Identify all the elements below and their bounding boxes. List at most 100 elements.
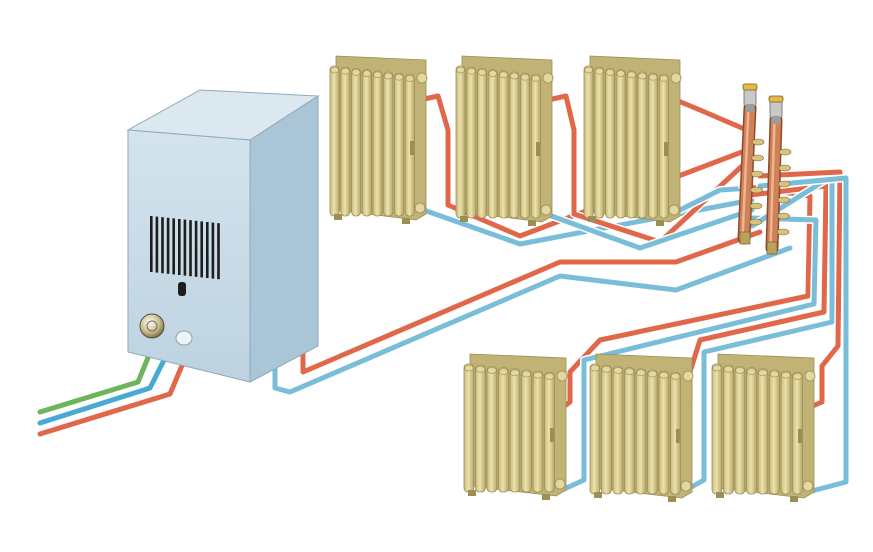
radiator-lower-1-fin-top	[510, 369, 520, 377]
radiator-upper-1-fin	[394, 72, 405, 217]
radiator-lower-2-fin	[658, 370, 670, 495]
manifold-port	[777, 180, 791, 188]
radiator-upper-1-inlet-cap	[416, 72, 428, 84]
vent-slot	[217, 223, 220, 280]
lower-1-return-pipe	[559, 215, 819, 493]
boiler-side	[249, 95, 319, 383]
vent-slot	[150, 216, 153, 272]
manifold-port	[751, 138, 765, 146]
radiator-lower-1-fin-top	[544, 373, 555, 380]
radiator-lower-3-fin-top	[712, 364, 722, 372]
upper-2-return-pipe	[543, 207, 755, 251]
radiator-upper-1-valve	[410, 141, 414, 155]
manifold-port	[778, 164, 791, 172]
manifold-port	[749, 202, 763, 210]
radiator-lower-1-fin-top	[533, 371, 543, 379]
radiator-lower-1-fin	[463, 363, 475, 493]
manifold-port	[777, 212, 790, 220]
radiator-lower-1-inlet-cap	[556, 370, 568, 382]
radiator-upper-3-fin	[658, 74, 669, 219]
radiator-upper-3-inlet-cap	[670, 72, 682, 84]
radiator-upper-3-fin-top	[627, 71, 636, 79]
radiator-upper-2-fin-top	[510, 72, 519, 80]
radiator-upper-2-fin-top	[477, 69, 487, 76]
boiler-front	[127, 129, 251, 383]
vent-slot	[166, 217, 170, 274]
radiator-lower-3-foot	[716, 492, 724, 498]
radiator-lower-3-fin	[711, 363, 723, 495]
radiator-lower-1-fin-top	[498, 368, 509, 375]
radiator-upper-1-fin-top	[405, 75, 415, 82]
radiator-upper-2-inlet-cap	[542, 72, 554, 84]
manifold-port	[750, 170, 764, 178]
radiator-upper-1-fin-top	[330, 66, 339, 74]
manifold-end-cap	[739, 231, 751, 245]
radiator-lower-3-fin	[792, 371, 803, 495]
radiator-upper-2-foot	[528, 220, 536, 226]
radiator-upper-1-fin	[372, 70, 383, 217]
radiators	[329, 55, 816, 502]
radiator-lower-2-foot	[594, 492, 602, 498]
radiator-upper-3-fin	[605, 68, 616, 219]
radiator-lower-1-fin	[521, 369, 532, 493]
radiator-lower-1-foot	[542, 494, 550, 500]
radiator-lower-2-fin-top	[670, 373, 681, 380]
radiator-lower-3-foot	[790, 496, 798, 502]
radiator-lower-3-outlet-cap	[802, 480, 814, 492]
radiator-upper-2-fin	[520, 72, 531, 219]
upper-2-supply-pipe	[545, 93, 745, 245]
radiator-upper-3-foot	[588, 216, 596, 222]
radiator-lower-3-valve	[798, 429, 802, 443]
vent-slot	[155, 216, 159, 273]
radiator-lower-3-fin	[757, 368, 769, 495]
radiator-upper-3-outlet-cap	[668, 204, 680, 216]
radiator-lower-1-fin	[532, 370, 544, 493]
radiator-upper-3-foot	[656, 220, 664, 226]
radiator-lower-2-fin-top	[613, 367, 623, 374]
radiator-lower-1-fin	[498, 367, 509, 493]
radiator-upper-1	[329, 55, 428, 224]
radiator-upper-1-fin-top	[394, 73, 404, 81]
manifold-port	[749, 218, 762, 226]
radiator-lower-3-inlet-cap	[804, 370, 816, 382]
radiator-lower-1-fin	[475, 364, 486, 493]
radiator-lower-1-valve	[550, 428, 554, 442]
radiator-lower-1-fin-top	[475, 365, 486, 373]
radiator-lower-2-valve	[676, 429, 680, 443]
radiator-upper-3	[583, 55, 682, 226]
service-supply-pipe	[37, 353, 189, 437]
vent-slot	[172, 218, 175, 275]
radiator-lower-2-outlet-cap	[680, 480, 692, 492]
vent-slot	[178, 219, 181, 275]
radiator-lower-3-fin-top	[792, 373, 803, 380]
manifold-air-valve-supply-cap	[742, 83, 758, 91]
radiator-upper-3-fin	[648, 72, 659, 219]
trunk-supply-pipe-outline	[299, 228, 764, 376]
radiator-lower-1	[463, 353, 568, 500]
radiator-lower-1-fin	[544, 371, 555, 493]
radiator-upper-2-valve	[536, 142, 540, 156]
radiator-upper-3-fin-top	[584, 66, 593, 74]
radiator-upper-1-fin-top	[351, 69, 361, 76]
radiator-upper-2-fin	[530, 74, 541, 219]
radiator-upper-2-fin	[509, 71, 520, 219]
radiator-upper-3-fin-top	[595, 67, 604, 75]
cold-water-pipe	[37, 349, 171, 426]
radiator-upper-1-fin-top	[341, 67, 350, 75]
radiator-lower-1-fin-top	[464, 364, 474, 372]
radiator-upper-1-fin	[340, 66, 351, 217]
upper-3-supply-pipe	[673, 97, 745, 131]
radiator-upper-1-fin-top	[373, 71, 382, 79]
manifold-port	[751, 154, 764, 162]
radiator-lower-2-fin-top	[590, 364, 600, 372]
radiator-upper-3-fin	[626, 70, 637, 219]
radiator-lower-2-fin-top	[659, 371, 669, 379]
vent-slot	[211, 222, 215, 279]
trunk-return-pipe	[272, 245, 793, 395]
lower-1-supply-pipe	[559, 183, 813, 411]
manifold-end-cap	[766, 241, 778, 255]
radiator-lower-2-fin-top	[647, 370, 658, 378]
lower-3-return-pipe	[757, 175, 849, 495]
boiler-vent-grille	[150, 216, 220, 280]
